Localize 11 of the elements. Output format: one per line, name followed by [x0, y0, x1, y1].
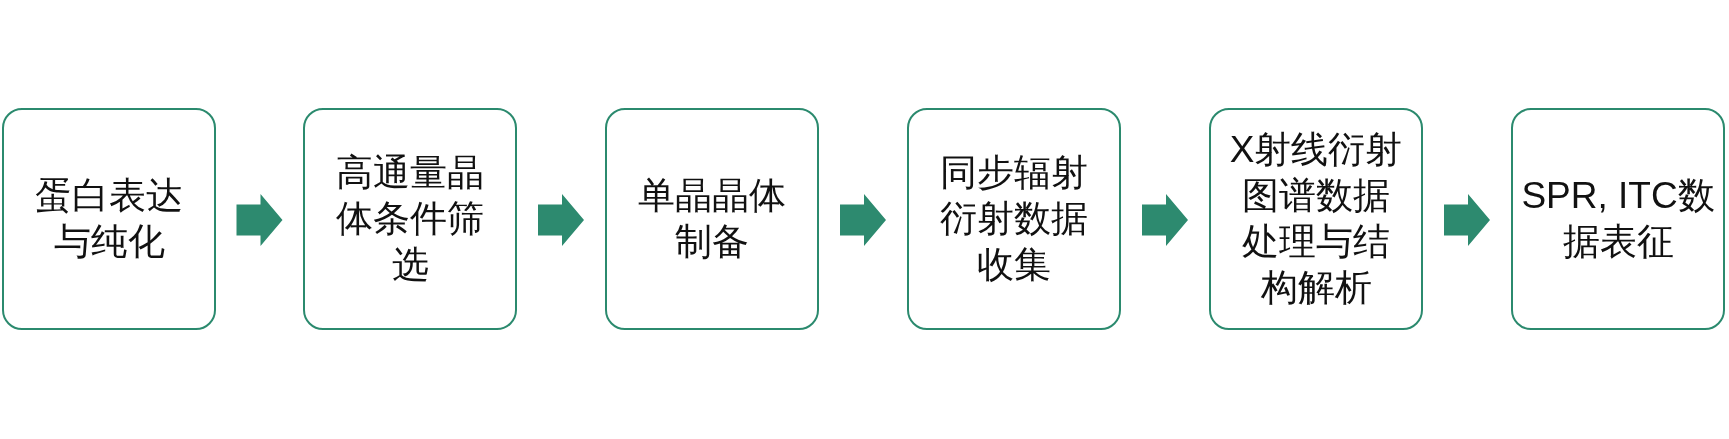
block-arrow [1444, 194, 1490, 246]
process-box: 单晶晶体制备 [605, 108, 819, 330]
block-arrow [538, 194, 584, 246]
process-box: X射线衍射图谱数据处理与结构解析 [1209, 108, 1423, 330]
process-box: 蛋白表达与纯化 [2, 108, 216, 330]
process-box: 同步辐射衍射数据收集 [907, 108, 1121, 330]
block-arrow [236, 194, 283, 246]
process-box: SPR, ITC数据表征 [1511, 108, 1725, 330]
block-arrow [1142, 194, 1188, 246]
process-box: 高通量晶体条件筛选 [303, 108, 517, 330]
block-arrow [840, 194, 886, 246]
